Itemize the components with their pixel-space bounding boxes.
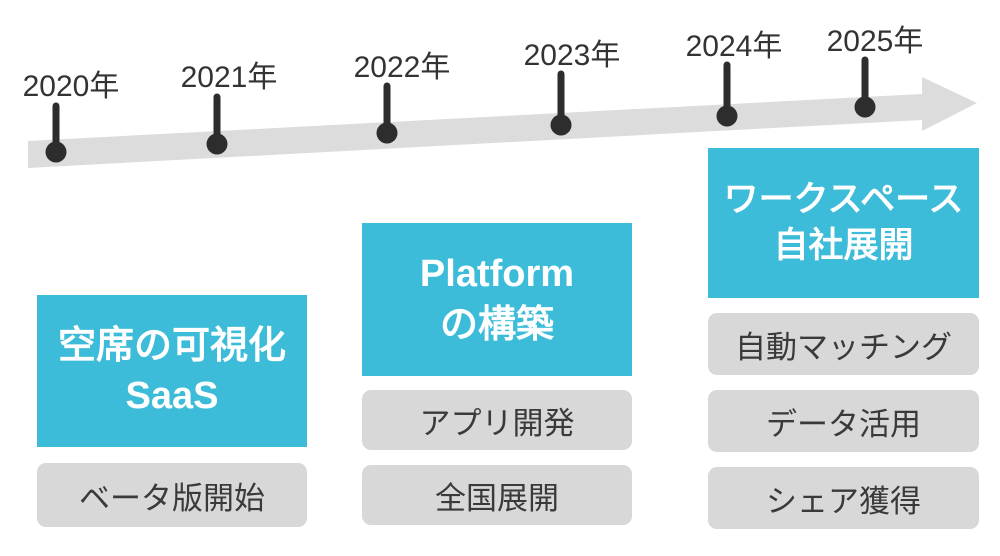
timeline: 2020年 2021年 2022年 2023年 2024年 2025年	[23, 25, 977, 168]
phase-3-title-box: ワークスペース 自社展開	[708, 148, 979, 298]
year-label-2021: 2021年	[181, 61, 278, 94]
phase-3-item-3-label: シェア獲得	[766, 483, 921, 519]
phase-3-item-1-label: 自動マッチング	[735, 329, 952, 365]
phase-2-item-1: アプリ開発	[362, 390, 632, 450]
phase-2-item-2-label: 全国展開	[435, 480, 559, 516]
phase-2-item-2: 全国展開	[362, 465, 632, 525]
year-label-2024: 2024年	[686, 30, 783, 63]
timeline-dot-2024	[716, 105, 738, 127]
timeline-dot-2025	[854, 96, 876, 118]
phase-3-item-3: シェア獲得	[708, 467, 979, 529]
phase-3-item-1: 自動マッチング	[708, 313, 979, 375]
phase-3-item-2: データ活用	[708, 390, 979, 452]
phase-3-title-line-2: 自社展開	[773, 226, 914, 265]
timeline-arrow	[28, 77, 977, 168]
phase-1-item-1-label: ベータ版開始	[79, 480, 265, 516]
phase-2-title-line-1: Platform	[419, 253, 575, 296]
phase-2-title-line-2: の構築	[439, 303, 554, 346]
phase-1-title-box: 空席の可視化 SaaS	[37, 295, 307, 447]
phase-3-item-2-label: データ活用	[766, 406, 921, 442]
year-label-2025: 2025年	[827, 25, 924, 58]
timeline-dot-2021	[206, 133, 228, 155]
year-label-2023: 2023年	[524, 39, 621, 72]
phase-2-title-box: Platform の構築	[362, 223, 632, 376]
phase-1-title-line-1: 空席の可視化	[57, 324, 286, 367]
phase-1-title-line-2: SaaS	[125, 375, 219, 417]
timeline-dot-2023	[550, 114, 572, 136]
year-label-2020: 2020年	[23, 70, 120, 103]
phase-1-item-1: ベータ版開始	[37, 463, 307, 527]
timeline-dot-2022	[376, 122, 398, 144]
phase-2-item-1-label: アプリ開発	[419, 405, 575, 441]
timeline-dot-2020	[45, 141, 67, 163]
phase-3-title-line-1: ワークスペース	[723, 179, 964, 219]
year-label-2022: 2022年	[354, 51, 451, 84]
